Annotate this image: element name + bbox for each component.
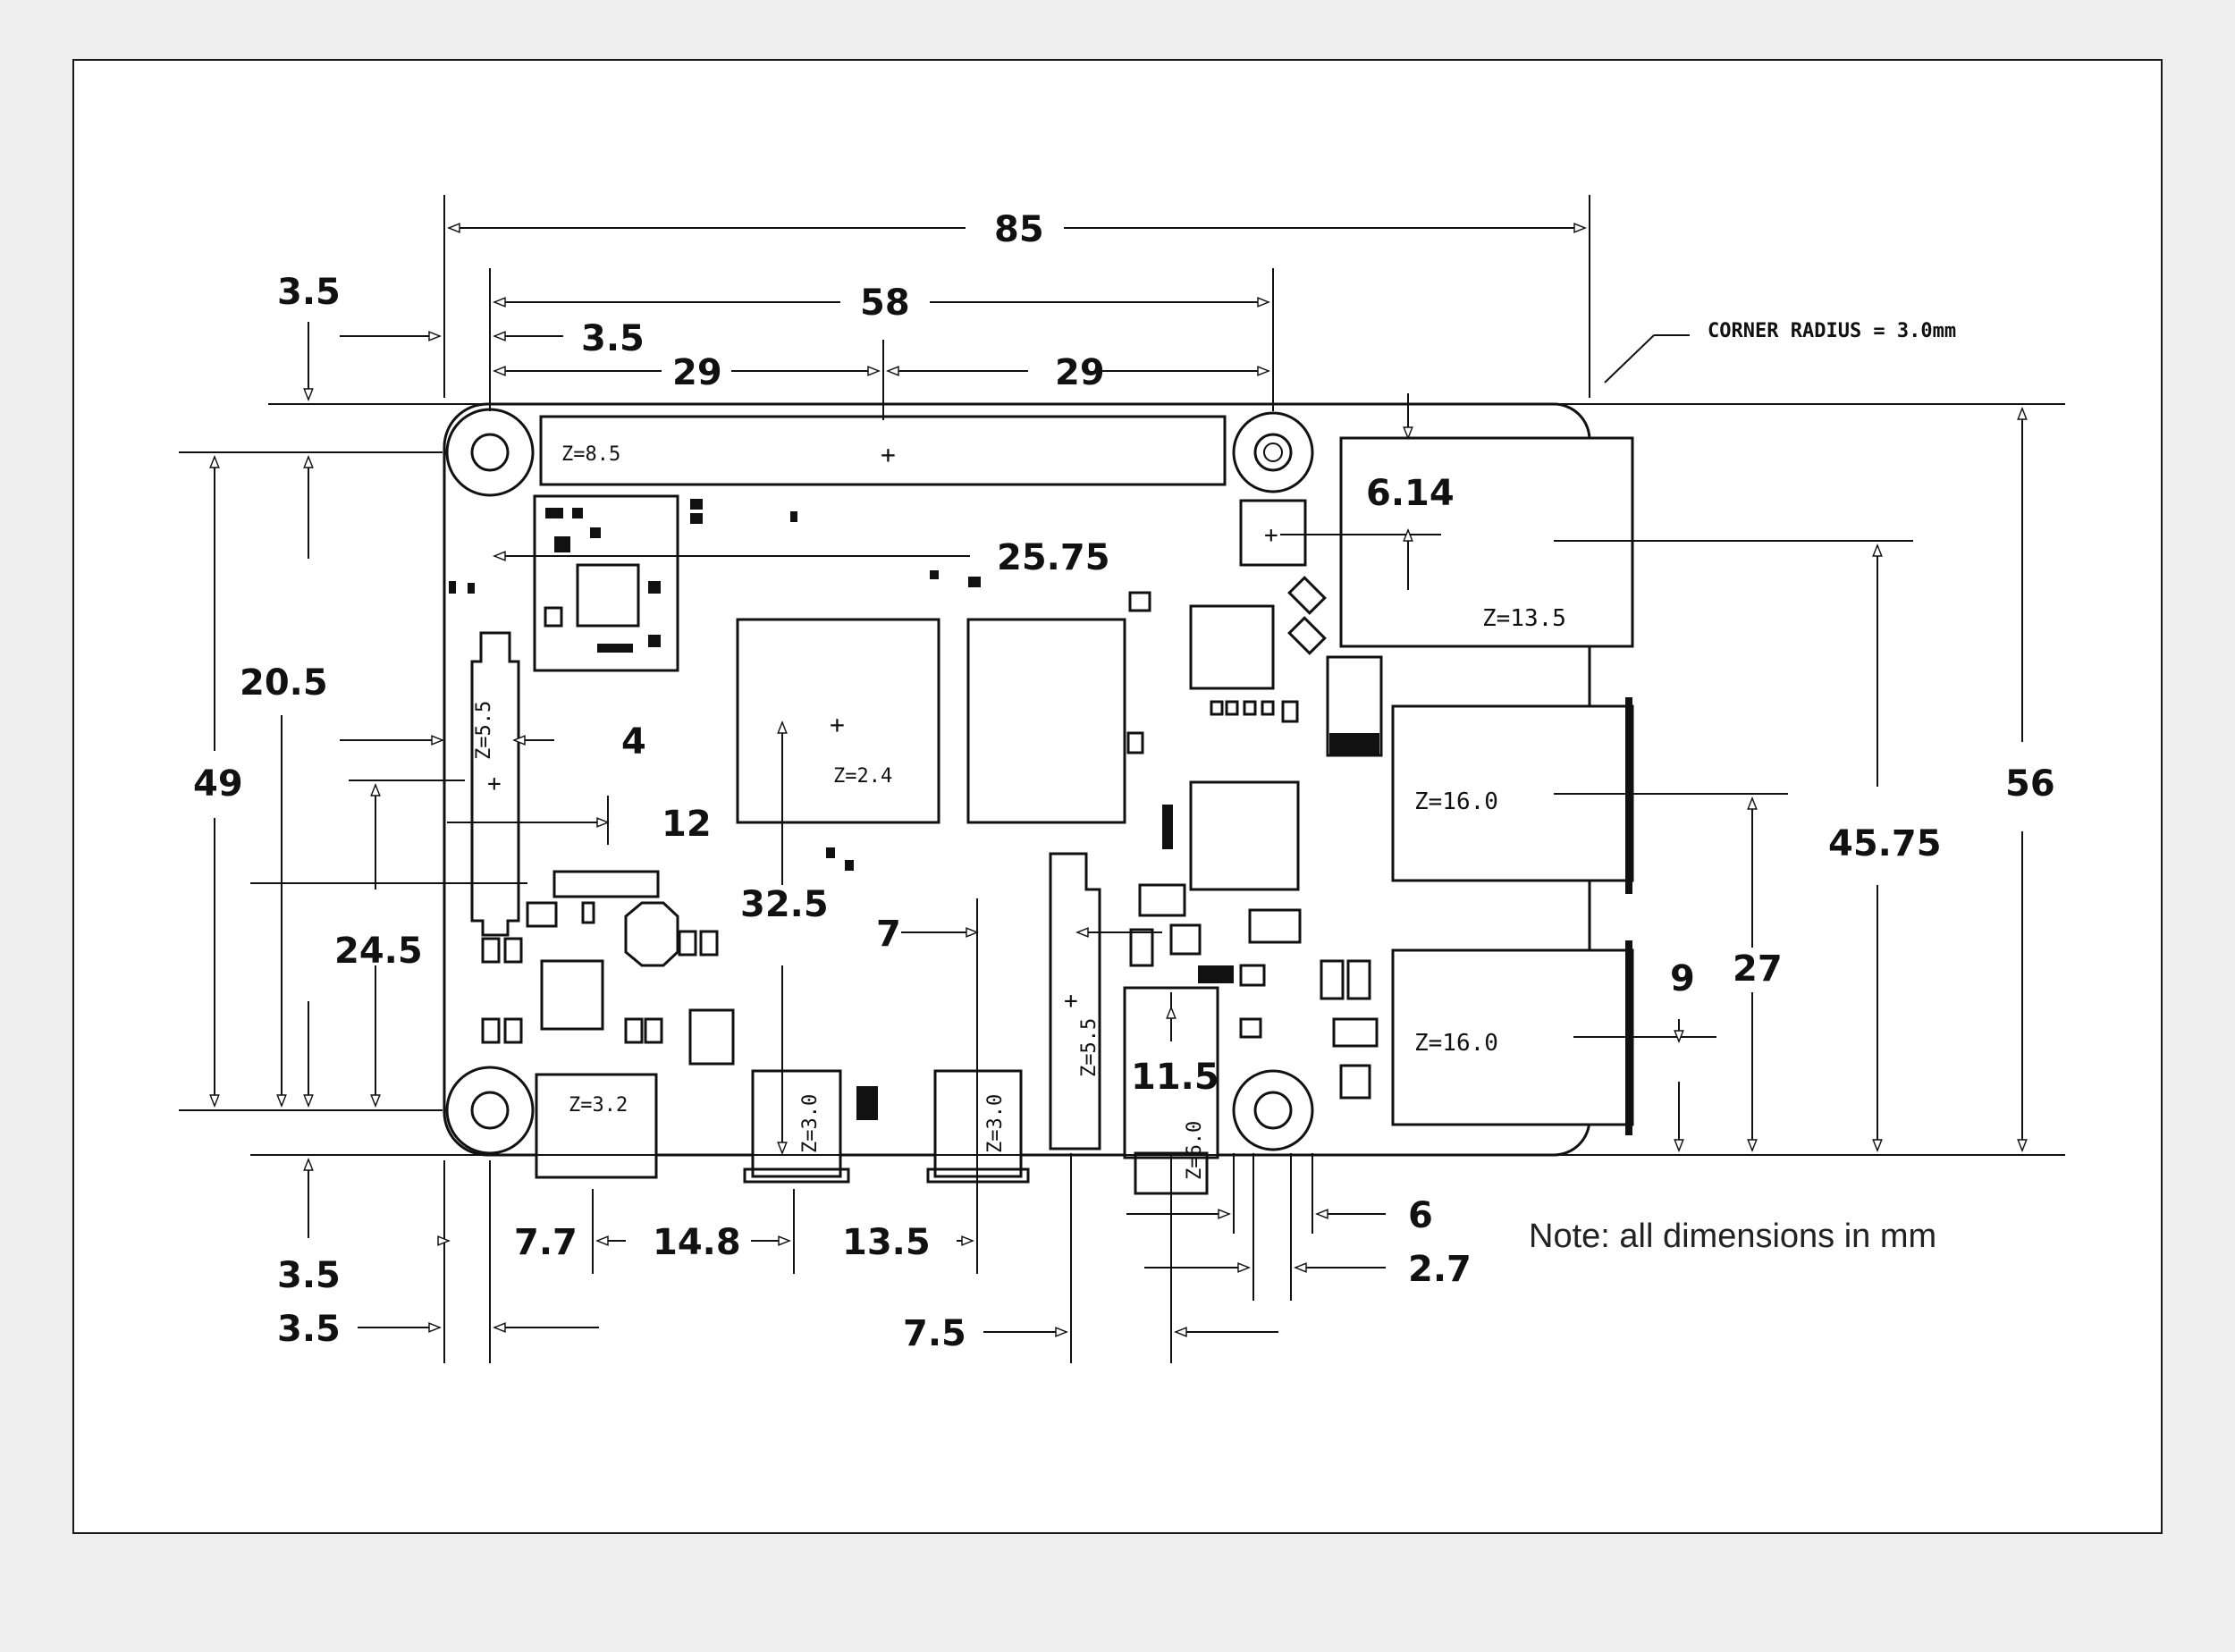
- usb-controller-chip: [1189, 604, 1275, 690]
- units-note: Note: all dimensions in mm: [1529, 1218, 1936, 1255]
- mounting-hole-bottom-left: [445, 1066, 535, 1155]
- dim-dsi-offset: 24.5: [334, 931, 423, 972]
- audio-z-label: Z=6.0: [1184, 1121, 1206, 1180]
- dim-audio-w: 11.5: [1131, 1057, 1219, 1098]
- gpio-z-label: Z=8.5: [561, 443, 620, 466]
- dim-audio-y: 6: [1408, 1195, 1433, 1236]
- ethernet-z-label: Z=13.5: [1482, 605, 1566, 632]
- dimension-arrows: [209, 223, 2028, 1337]
- dim-poe-x: 6.14: [1366, 473, 1455, 514]
- dim-hole-offset-top-left: 3.5: [277, 272, 341, 313]
- dim-eth-y: 45.75: [1828, 823, 1942, 864]
- csi-connector: [1049, 852, 1101, 1150]
- dim-usb-lower-y: 9: [1670, 958, 1695, 999]
- dim-camera-offset: 20.5: [240, 662, 328, 704]
- dim-audio-x: 7.5: [903, 1313, 966, 1354]
- dim-camera-x: 4: [621, 721, 646, 763]
- hdmi0-z-label: Z=3.0: [799, 1094, 822, 1153]
- dim-hole-offset-bottom: 3.5: [277, 1255, 341, 1296]
- ram-chip: [966, 618, 1126, 824]
- extension-lines: [179, 195, 2065, 1363]
- corner-radius-note: CORNER RADIUS = 3.0mm: [1708, 320, 1956, 342]
- dim-wifi-x: 25.75: [997, 537, 1110, 578]
- usb-upper-z-label: Z=16.0: [1414, 788, 1498, 815]
- dim-camera-width: 12: [662, 804, 712, 845]
- usb-port-upper-tab: [1625, 697, 1632, 894]
- small-components: [449, 499, 1383, 1120]
- mounting-hole-bottom-right: [1232, 1069, 1314, 1151]
- ethernet-port: [1339, 436, 1634, 648]
- dsi-center-mark: +: [487, 771, 502, 797]
- dim-hole-spacing-x: 58: [860, 282, 910, 324]
- wifi-module: [533, 494, 679, 672]
- dsi-connector: [470, 631, 520, 937]
- usb-c-z-label: Z=3.2: [569, 1094, 628, 1117]
- dim-half-29-right: 29: [1055, 352, 1105, 393]
- dim-hole-offset-bottom-x: 3.5: [277, 1309, 341, 1350]
- dsi-z-label: Z=5.5: [473, 701, 495, 760]
- csi-z-label: Z=5.5: [1078, 1018, 1101, 1077]
- dim-overall-height: 56: [2005, 763, 2055, 805]
- soc-z-label: Z=2.4: [833, 765, 892, 788]
- dim-usb-c-x: 7.7: [514, 1222, 578, 1263]
- usb-lower-z-label: Z=16.0: [1414, 1030, 1498, 1057]
- dim-hdmi0-x: 14.8: [653, 1222, 741, 1263]
- micro-hdmi-0-lip: [743, 1167, 850, 1184]
- dim-audio-d: 2.7: [1408, 1249, 1472, 1290]
- mounting-hole-top-left: [445, 408, 535, 497]
- dim-hole-offset-top-inner: 3.5: [581, 318, 645, 359]
- poe-center-mark: +: [1264, 522, 1278, 549]
- soc-chip: [736, 618, 940, 824]
- soc-center-mark: +: [830, 710, 845, 739]
- gpio-header: [539, 415, 1227, 486]
- hdmi1-z-label: Z=3.0: [984, 1094, 1007, 1153]
- mounting-hole-top-right: [1232, 411, 1314, 493]
- dim-usb-upper-y: 27: [1733, 948, 1783, 990]
- dim-overall-width: 85: [994, 209, 1044, 250]
- dim-hole-spacing-y: 49: [193, 763, 243, 805]
- csi-center-mark: +: [1064, 988, 1078, 1015]
- dim-soc-offset: 32.5: [740, 884, 829, 925]
- dim-half-29-left: 29: [672, 352, 722, 393]
- pmic-chip: [1189, 780, 1300, 891]
- poe-header: [1239, 499, 1307, 567]
- dim-hdmi1-x: 13.5: [842, 1222, 931, 1263]
- usb-c-power-port: [535, 1073, 658, 1179]
- dim-hdmi-gap: 7: [876, 914, 901, 955]
- gpio-center-mark: +: [881, 440, 896, 469]
- micro-hdmi-0: [751, 1069, 842, 1178]
